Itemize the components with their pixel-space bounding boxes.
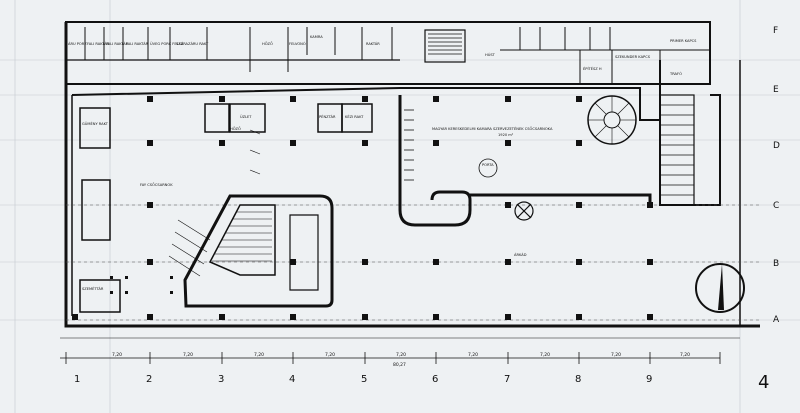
room-fal-rakt-1: FALI RAKTÁR <box>87 41 110 46</box>
dim-5: 7,20 <box>396 352 406 358</box>
arcade-markers <box>110 276 173 294</box>
room-hozo2: HŐZŐ <box>230 126 241 131</box>
inner-rooms <box>79 103 373 313</box>
dimension-line <box>60 337 740 364</box>
room-hust: HÚST <box>485 52 496 57</box>
axis-col-1: 1 <box>74 374 80 385</box>
axis-col-5: 5 <box>361 374 367 385</box>
room-fel-raktar: FELVONÓ <box>289 41 306 46</box>
axis-row-e: E <box>773 85 779 95</box>
dim-3: 7,20 <box>254 352 264 358</box>
dim-1: 7,20 <box>112 352 122 358</box>
axis-col-2: 2 <box>146 374 152 385</box>
axis-row-f: F <box>773 26 778 36</box>
central-stair-block <box>183 194 334 308</box>
axis-row-b: B <box>773 259 779 269</box>
north-arrow <box>695 263 745 313</box>
room-porta: PORTA <box>482 163 494 167</box>
spiral-stair <box>587 95 637 145</box>
room-trafo: TRAFÓ <box>669 71 682 76</box>
axis-col-6: 6 <box>432 374 438 385</box>
axis-col-3: 3 <box>218 374 224 385</box>
axis-row-c: C <box>773 201 779 211</box>
room-kamra: KAMRA <box>310 35 323 39</box>
axis-col-8: 8 <box>575 374 581 385</box>
room-epitesz: ÉPÍTÉSZ H <box>583 66 602 71</box>
room-fay: FAY CSŐCSARNOK <box>140 182 173 187</box>
counter-stalls <box>404 109 414 181</box>
stair-treads <box>212 211 272 262</box>
room-hozo: HŐZŐ <box>262 41 273 46</box>
structural-grid <box>66 204 760 321</box>
dim-8: 7,20 <box>611 352 621 358</box>
market-counters <box>398 95 652 227</box>
dim-2: 7,20 <box>183 352 193 358</box>
room-uveg-porc: ÜVEG PORC FELSZ <box>150 41 184 46</box>
room-szemetes: SZEMÉTTÁR <box>82 286 104 291</box>
dim-9: 7,20 <box>680 352 690 358</box>
room-penztar: PÉNZTÁR <box>319 114 336 119</box>
dim-7: 7,20 <box>540 352 550 358</box>
room-primer: PRIMER KAPCS <box>670 39 697 43</box>
room-gumi-rakt: GÜMÉNY RAKT <box>82 121 109 126</box>
axis-col-9: 9 <box>646 374 652 385</box>
room-irodai: ÜZLET <box>240 114 252 119</box>
room-szekunder: SZEKUNDER KAPCS <box>615 55 651 59</box>
room-raktar: RAKTÁR <box>366 41 380 46</box>
east-stair <box>659 94 695 206</box>
columns <box>72 96 653 320</box>
fountain-symbol <box>478 158 534 221</box>
axis-row-d: D <box>773 141 780 151</box>
outer-walls <box>64 22 760 328</box>
main-hall-area: 1920 m² <box>498 133 514 137</box>
room-fali-rakt-3: FALI RAKTÁR <box>126 41 149 46</box>
north-stair <box>424 29 466 63</box>
dim-4: 7,20 <box>325 352 335 358</box>
room-kezi-rakt: KÉZI RAKT <box>345 114 364 119</box>
axis-row-a: A <box>773 315 780 325</box>
main-hall-label: MAGYAR KERESKEDELMI KAMARA SZERVEZETÉNEK… <box>432 126 553 131</box>
page-number: 4 <box>758 372 769 393</box>
dim-6: 7,20 <box>468 352 478 358</box>
entry-hatching <box>168 129 261 277</box>
total-dim: 80,27 <box>393 362 406 368</box>
room-aru-porz: ÁRU PORZ <box>68 41 87 46</box>
north-rooms <box>65 21 711 85</box>
room-fal-rakt-2: FALI RAKTÁR <box>106 41 129 46</box>
axis-col-4: 4 <box>289 374 295 385</box>
room-szaraz-rakt: SZÁRAZÁRU RAKT <box>176 41 209 46</box>
axis-col-7: 7 <box>504 374 510 385</box>
room-arkad: ÁRKÁD <box>514 252 527 257</box>
